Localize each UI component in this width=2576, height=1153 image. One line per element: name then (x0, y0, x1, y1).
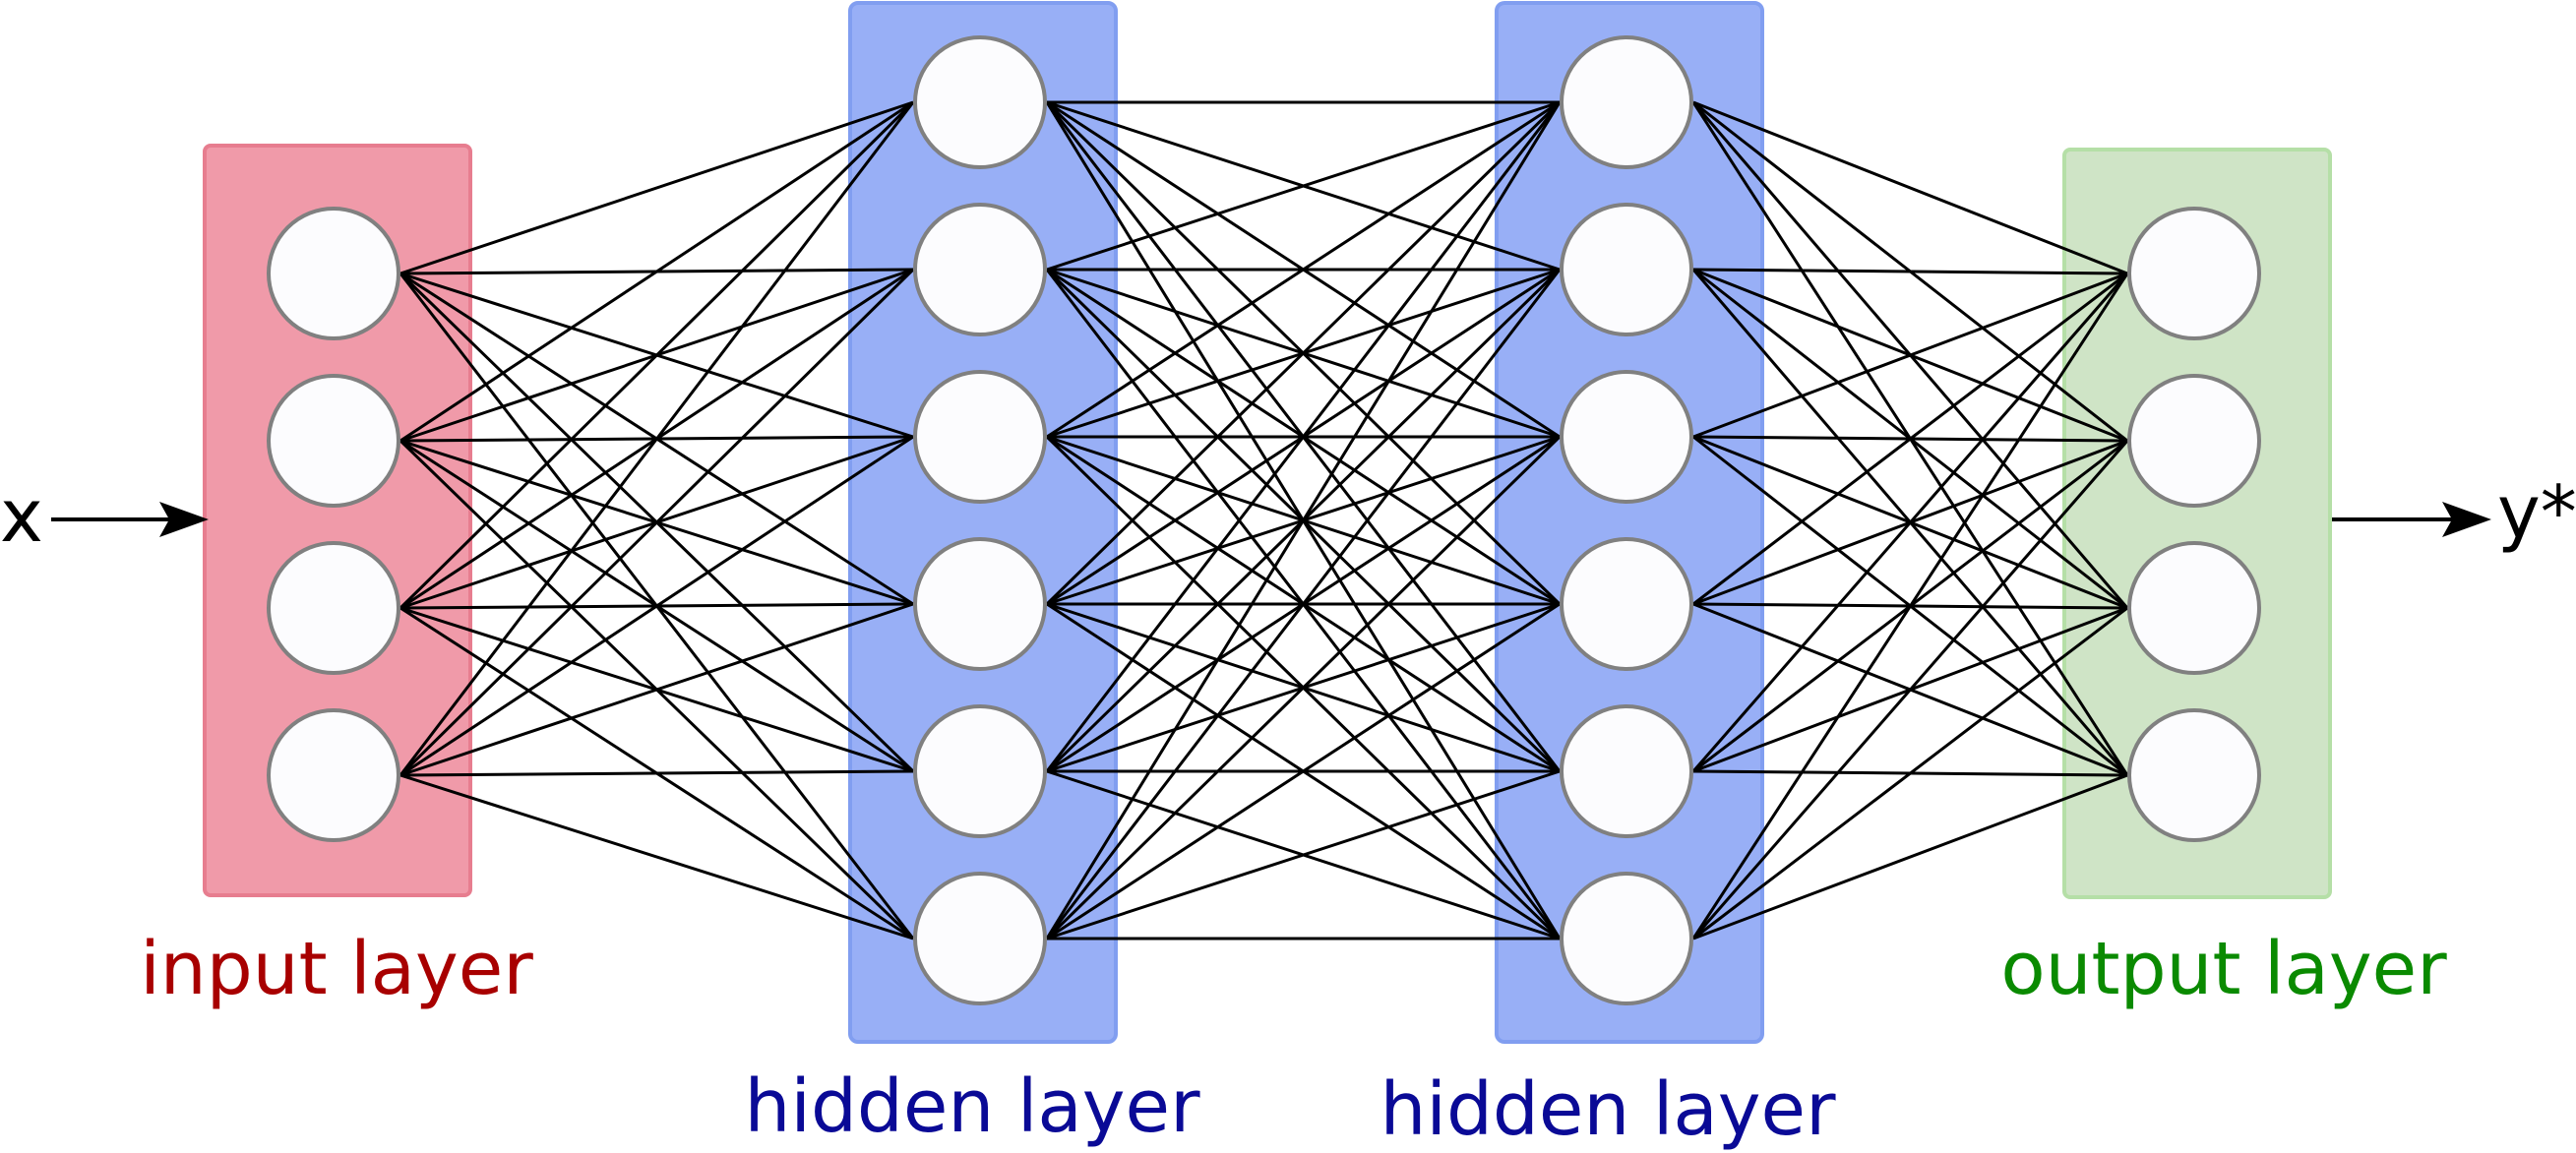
connection-l2n5-l3n3 (1692, 773, 2128, 941)
hidden-layer-1-neuron-1 (913, 35, 1047, 169)
connection-l1n5-l2n4 (1046, 769, 1561, 941)
output-layer-neuron-3 (2127, 541, 2261, 675)
connection-l2n5-l3n2 (1692, 606, 2128, 941)
hidden-layer-1-neuron-5 (913, 704, 1047, 838)
input-layer-neuron-1 (267, 207, 400, 340)
connection-l0n3-l1n1 (399, 268, 915, 777)
input-arrow (51, 502, 209, 537)
connection-l2n5-l3n0 (1691, 273, 2129, 940)
input-layer-label: input layer (140, 927, 533, 1011)
hidden-layer-2-neuron-2 (1560, 203, 1693, 336)
hidden-layer-1-neuron-3 (913, 370, 1047, 504)
output-symbol: y* (2497, 470, 2576, 555)
connection-l0n0-l1n0 (399, 100, 914, 275)
connection-l2n4-l3n0 (1691, 273, 2129, 772)
hidden-layer-2-neuron-5 (1560, 704, 1693, 838)
connection-l2n1-l3n0 (1692, 268, 2128, 275)
layer-boxes (203, 1, 2332, 1044)
connection-l1n5-l2n0 (1045, 101, 1562, 940)
connection-l1n5-l2n2 (1045, 435, 1562, 941)
input-layer-neuron-2 (267, 374, 400, 508)
output-layer-neuron-1 (2127, 207, 2261, 340)
hidden-layer-2-label: hidden layer (1380, 1067, 1836, 1152)
input-symbol: x (0, 474, 43, 559)
connection-l2n0-l3n0 (1692, 100, 2128, 275)
output-layer-neuron-2 (2127, 374, 2261, 508)
connection-l1n2-l2n0 (1046, 100, 1561, 439)
connection-l0n1-l1n0 (399, 100, 914, 443)
output-arrow (2332, 502, 2491, 537)
output-layer-neuron-4 (2127, 708, 2261, 842)
connection-l2n2-l3n0 (1692, 272, 2128, 439)
input-layer-neuron-4 (267, 708, 400, 842)
hidden-layer-1-neuron-2 (913, 203, 1047, 336)
hidden-layer-1-label: hidden layer (744, 1064, 1200, 1149)
input-layer-neuron-3 (267, 541, 400, 675)
connection-l0n2-l1n0 (399, 100, 915, 610)
hidden-layer-1-neuron-6 (913, 872, 1047, 1005)
neurons (267, 35, 2261, 1005)
connection-l0n3-l1n5 (399, 773, 914, 941)
connection-l1n5-l2n1 (1045, 269, 1562, 940)
connections (399, 100, 2129, 941)
connection-l0n3-l1n0 (399, 101, 915, 776)
hidden-layer-2-neuron-3 (1560, 370, 1693, 504)
connection-l1n4-l2n0 (1045, 101, 1562, 772)
connection-l2n5-l3n1 (1691, 440, 2129, 940)
connection-l0n3-l1n2 (399, 435, 914, 777)
hidden-layer-2-neuron-6 (1560, 872, 1693, 1005)
connection-l2n3-l3n0 (1692, 272, 2128, 606)
connection-l1n5-l2n3 (1046, 602, 1561, 941)
connection-l0n3-l1n4 (399, 769, 914, 777)
hidden-layer-2-neuron-4 (1560, 537, 1693, 671)
hidden-layer-2-neuron-1 (1560, 35, 1693, 169)
output-layer-box (2062, 148, 2332, 899)
connection-l1n3-l2n0 (1045, 100, 1562, 606)
connection-l1n1-l2n0 (1046, 100, 1561, 272)
hidden-layer-1-neuron-4 (913, 537, 1047, 671)
connection-l0n3-l1n3 (399, 602, 914, 777)
output-layer-label: output layer (2000, 927, 2447, 1011)
